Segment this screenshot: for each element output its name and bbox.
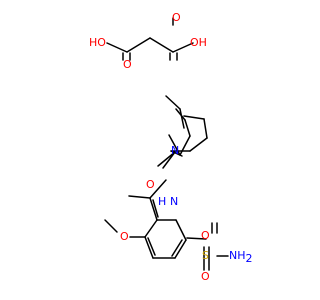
sulfonyl-oxygen-bottom-label: O xyxy=(201,270,210,283)
bond xyxy=(147,237,156,256)
sulfur-label: S xyxy=(202,249,209,262)
bond xyxy=(183,115,205,120)
bond xyxy=(152,199,159,218)
bond xyxy=(157,151,176,167)
bond xyxy=(184,119,191,137)
bond xyxy=(165,95,181,110)
bond xyxy=(106,42,128,53)
molecule-canvas: HO OH O O xyxy=(89,11,253,283)
ring-nitrogen-label: N xyxy=(171,144,179,157)
bond xyxy=(171,239,183,257)
hydroxyl-right-label: OH xyxy=(190,36,207,49)
methoxy-oxygen-label: O xyxy=(120,230,129,243)
sulpiride: N H N O O S O O NH2 xyxy=(104,95,253,283)
bond xyxy=(149,179,167,199)
bond xyxy=(144,219,158,238)
sulfonamide-nh-text: NH xyxy=(229,249,246,262)
bond xyxy=(179,108,185,129)
bond xyxy=(179,135,191,156)
bond xyxy=(144,236,154,259)
sulfonamide-subscript: 2 xyxy=(246,252,253,265)
sulfonamide-nh2-label: NH2 xyxy=(229,249,253,265)
bond xyxy=(149,37,174,53)
bond xyxy=(174,239,187,259)
bond xyxy=(175,219,187,241)
amide-oxygen-label: O xyxy=(146,178,155,191)
bond xyxy=(203,118,208,139)
sulfonyl-oxygen-top-label: O xyxy=(201,229,210,242)
bond xyxy=(126,37,151,53)
bond xyxy=(149,197,158,221)
bond xyxy=(104,219,118,233)
structure-diagram: HO OH O O xyxy=(89,11,253,283)
bond xyxy=(128,195,151,199)
carbonyl-left-label: O xyxy=(123,58,132,71)
amide-nh-hydrogen-label: H xyxy=(158,195,166,208)
bond xyxy=(172,42,194,53)
bond xyxy=(186,237,207,240)
bond xyxy=(162,151,176,169)
hydroxyl-left-label: HO xyxy=(89,36,106,49)
carbonyl-right-label: O xyxy=(172,11,181,24)
succinic-acid: HO OH O O xyxy=(89,11,207,71)
bond xyxy=(189,137,208,152)
amide-nitrogen-label: N xyxy=(170,195,178,208)
